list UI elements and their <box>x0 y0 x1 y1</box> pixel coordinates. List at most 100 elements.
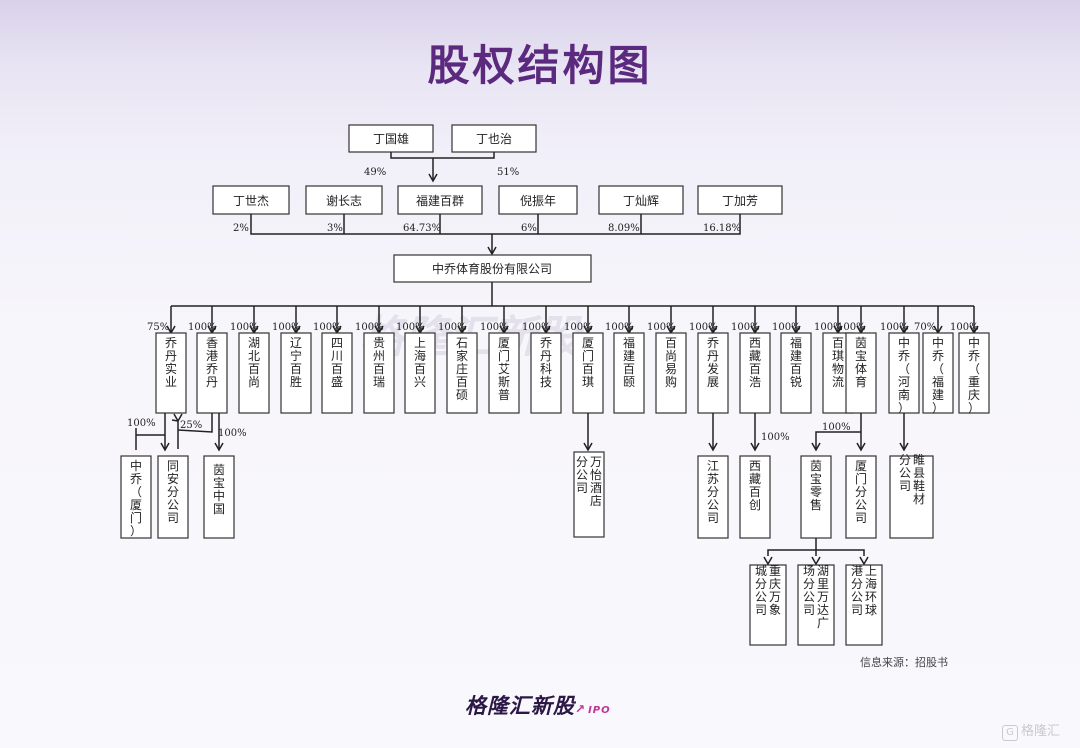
subsidiary-pct: 100% <box>772 322 801 333</box>
subsidiary-pct: 100% <box>564 322 593 333</box>
subsidiary-box <box>888 332 920 414</box>
subsidiary-box <box>655 332 687 414</box>
subsidiary-name: 乔丹实业 <box>165 336 177 389</box>
footer-logo-suffix: IPO <box>588 705 611 716</box>
shareholder-ding-jiafang: 丁加芳 <box>722 194 758 208</box>
pct-ding-guoxiong: 49% <box>364 167 386 178</box>
subsidiary-name: 石家庄百硕 <box>456 336 468 402</box>
source-note: 信息来源：招股书 <box>860 655 948 669</box>
subsidiary-name: 湖北百尚 <box>248 335 260 389</box>
pct-umbro-china: 100% <box>218 428 247 439</box>
subsidiary-pct: 100% <box>605 322 634 333</box>
subsidiary-name: 厦门百琪 <box>582 336 594 389</box>
sub-umbro-china: 茵宝中国 <box>213 463 225 516</box>
subsidiary-name: 乔丹科技 <box>540 336 552 389</box>
subsidiary-pct: 100% <box>188 322 217 333</box>
holder-ding-guoxiong: 丁国雄 <box>373 131 409 146</box>
sub-tongan-branch: 同安分公司 <box>167 459 179 525</box>
subsidiary-box <box>845 332 877 414</box>
shareholder-xie-changzhi: 谢长志 <box>326 193 362 208</box>
branch-chongqing-mixc: 重庆万象城分公司 <box>755 564 781 617</box>
subsidiary-pct: 100% <box>313 322 342 333</box>
sub-jiangsu-branch: 江苏分公司 <box>707 459 719 525</box>
corner-text: 格隆汇 <box>1021 724 1061 739</box>
sub-xizang-baichuang: 西藏百创 <box>749 459 761 512</box>
subsidiary-pct: 100% <box>355 322 384 333</box>
subsidiary-name: 福建百颐 <box>623 335 635 389</box>
subsidiary-pct: 100% <box>522 322 551 333</box>
pct-ding-yezhi: 51% <box>497 167 519 178</box>
subsidiary-name: 厦门艾斯普 <box>498 336 510 402</box>
pct-ni-zhennian: 6% <box>521 223 537 234</box>
subsidiary-pct: 70% <box>914 322 936 333</box>
page-title: 股权结构图 <box>427 41 653 90</box>
pct-xizang-baichuang: 100% <box>761 432 790 443</box>
pct-fujian-baiqun: 64.73% <box>403 223 441 234</box>
subsidiary-pct: 100% <box>647 322 676 333</box>
gelonghui-logo-icon: G <box>1002 725 1018 741</box>
footer-logo: 格隆汇新股↗IPO <box>465 690 611 720</box>
subsidiary-name: 中乔（河南） <box>898 335 910 415</box>
subsidiary-box <box>446 332 478 414</box>
subsidiary-name: 茵宝体育 <box>855 336 867 389</box>
sub-wanyi-hotel-branch: 万怡酒店分公司 <box>576 455 602 508</box>
subsidiary-pct: 100% <box>689 322 718 333</box>
branch-huli-wanda: 湖里万达广场分公司 <box>803 563 829 630</box>
subsidiary-name: 上海百兴 <box>414 336 426 389</box>
subsidiary-box <box>488 332 520 414</box>
subsidiary-pct: 100% <box>814 322 843 333</box>
pct-ding-shijie: 2% <box>233 223 249 234</box>
subsidiary-box <box>280 332 312 414</box>
subsidiary-box <box>363 332 395 414</box>
pct-ding-canhui: 8.09% <box>608 223 640 234</box>
subsidiary-pct: 100% <box>837 322 866 333</box>
subsidiary-box <box>238 332 270 414</box>
subsidiary-name: 辽宁百胜 <box>290 336 302 389</box>
subsidiary-box <box>780 332 812 414</box>
sub-suixian-branch: 睢县鞋材分公司 <box>899 453 925 506</box>
sub-zhongqiao-xiamen: 中乔（厦门） <box>130 458 142 538</box>
shareholder-ding-shijie: 丁世杰 <box>233 194 269 208</box>
subsidiary-pct: 100% <box>438 322 467 333</box>
subsidiary-box <box>697 332 729 414</box>
arrow-up-icon: ↗ <box>575 702 587 716</box>
subsidiary-pct: 100% <box>731 322 760 333</box>
subsidiary-name: 百尚易购 <box>665 336 677 389</box>
subsidiary-name: 百琪物流 <box>832 336 844 389</box>
subsidiary-pct: 75% <box>147 322 169 333</box>
subsidiary-box <box>922 332 954 414</box>
subsidiary-name: 贵州百瑞 <box>373 336 385 389</box>
subsidiary-name: 中乔（福建） <box>932 335 944 415</box>
subsidiary-box <box>739 332 771 414</box>
footer-logo-text: 格隆汇新股 <box>465 694 575 718</box>
shareholder-fujian-baiqun: 福建百群 <box>416 193 464 208</box>
subsidiary-pct: 100% <box>396 322 425 333</box>
subsidiary-box <box>321 332 353 414</box>
subsidiary-name: 中乔（重庆） <box>968 335 980 415</box>
pct-umbro-retail: 100% <box>822 422 851 433</box>
pct-xie-changzhi: 3% <box>327 223 343 234</box>
subsidiary-box <box>155 332 187 414</box>
subsidiary-name: 西藏百浩 <box>749 336 761 389</box>
company-zhongqiao-sports: 中乔体育股份有限公司 <box>432 261 552 276</box>
subsidiary-box <box>530 332 562 414</box>
subsidiary-pct: 100% <box>880 322 909 333</box>
subsidiary-pct: 100% <box>230 322 259 333</box>
subsidiary-box <box>572 332 604 414</box>
pct-ding-jiafang: 16.18% <box>703 223 741 234</box>
subsidiary-pct: 100% <box>272 322 301 333</box>
subsidiary-box <box>958 332 990 414</box>
subsidiary-pct: 100% <box>480 322 509 333</box>
shareholder-ding-canhui: 丁灿辉 <box>623 194 659 208</box>
holder-ding-yezhi: 丁也治 <box>476 132 512 146</box>
subsidiary-name: 乔丹发展 <box>707 336 719 389</box>
subsidiary-box <box>613 332 645 414</box>
sub-xiamen-branch: 厦门分公司 <box>855 459 867 525</box>
subsidiary-name: 四川百盛 <box>331 336 343 389</box>
subsidiary-pct: 100% <box>950 322 979 333</box>
pct-tongan: 25% <box>180 420 202 431</box>
subsidiary-box <box>404 332 436 414</box>
sub-umbro-retail: 茵宝零售 <box>810 459 822 512</box>
